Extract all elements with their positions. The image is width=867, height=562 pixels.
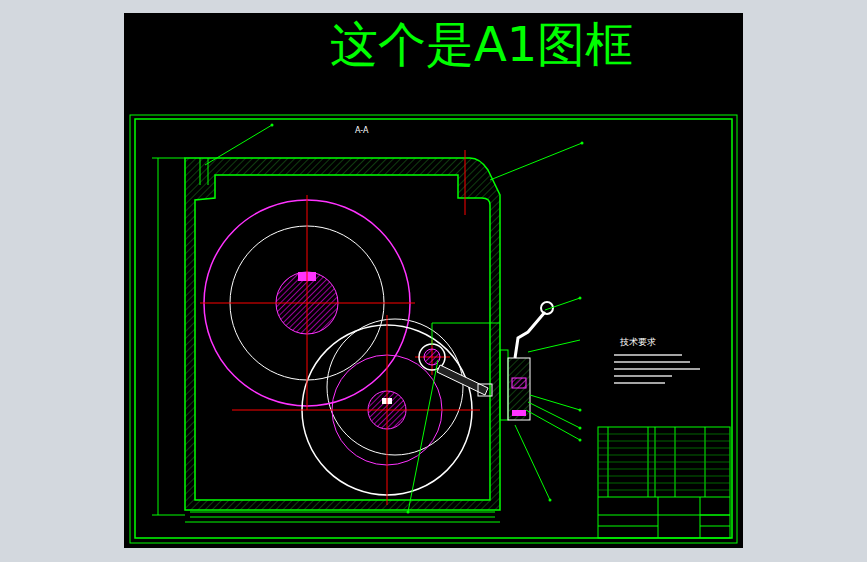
leader-dots [271, 124, 584, 514]
shift-lever [419, 302, 580, 420]
notes-heading: 技术要求 [620, 338, 656, 347]
leaders [152, 125, 582, 522]
section-label: A-A [355, 127, 368, 135]
title-block [598, 427, 730, 538]
canvas [124, 13, 743, 548]
housing [185, 150, 500, 517]
frame [130, 115, 737, 543]
notes [614, 355, 700, 383]
drawing-title: 这个是A1图框 [330, 20, 633, 68]
gears [200, 195, 480, 505]
title-block-rows [598, 434, 730, 490]
